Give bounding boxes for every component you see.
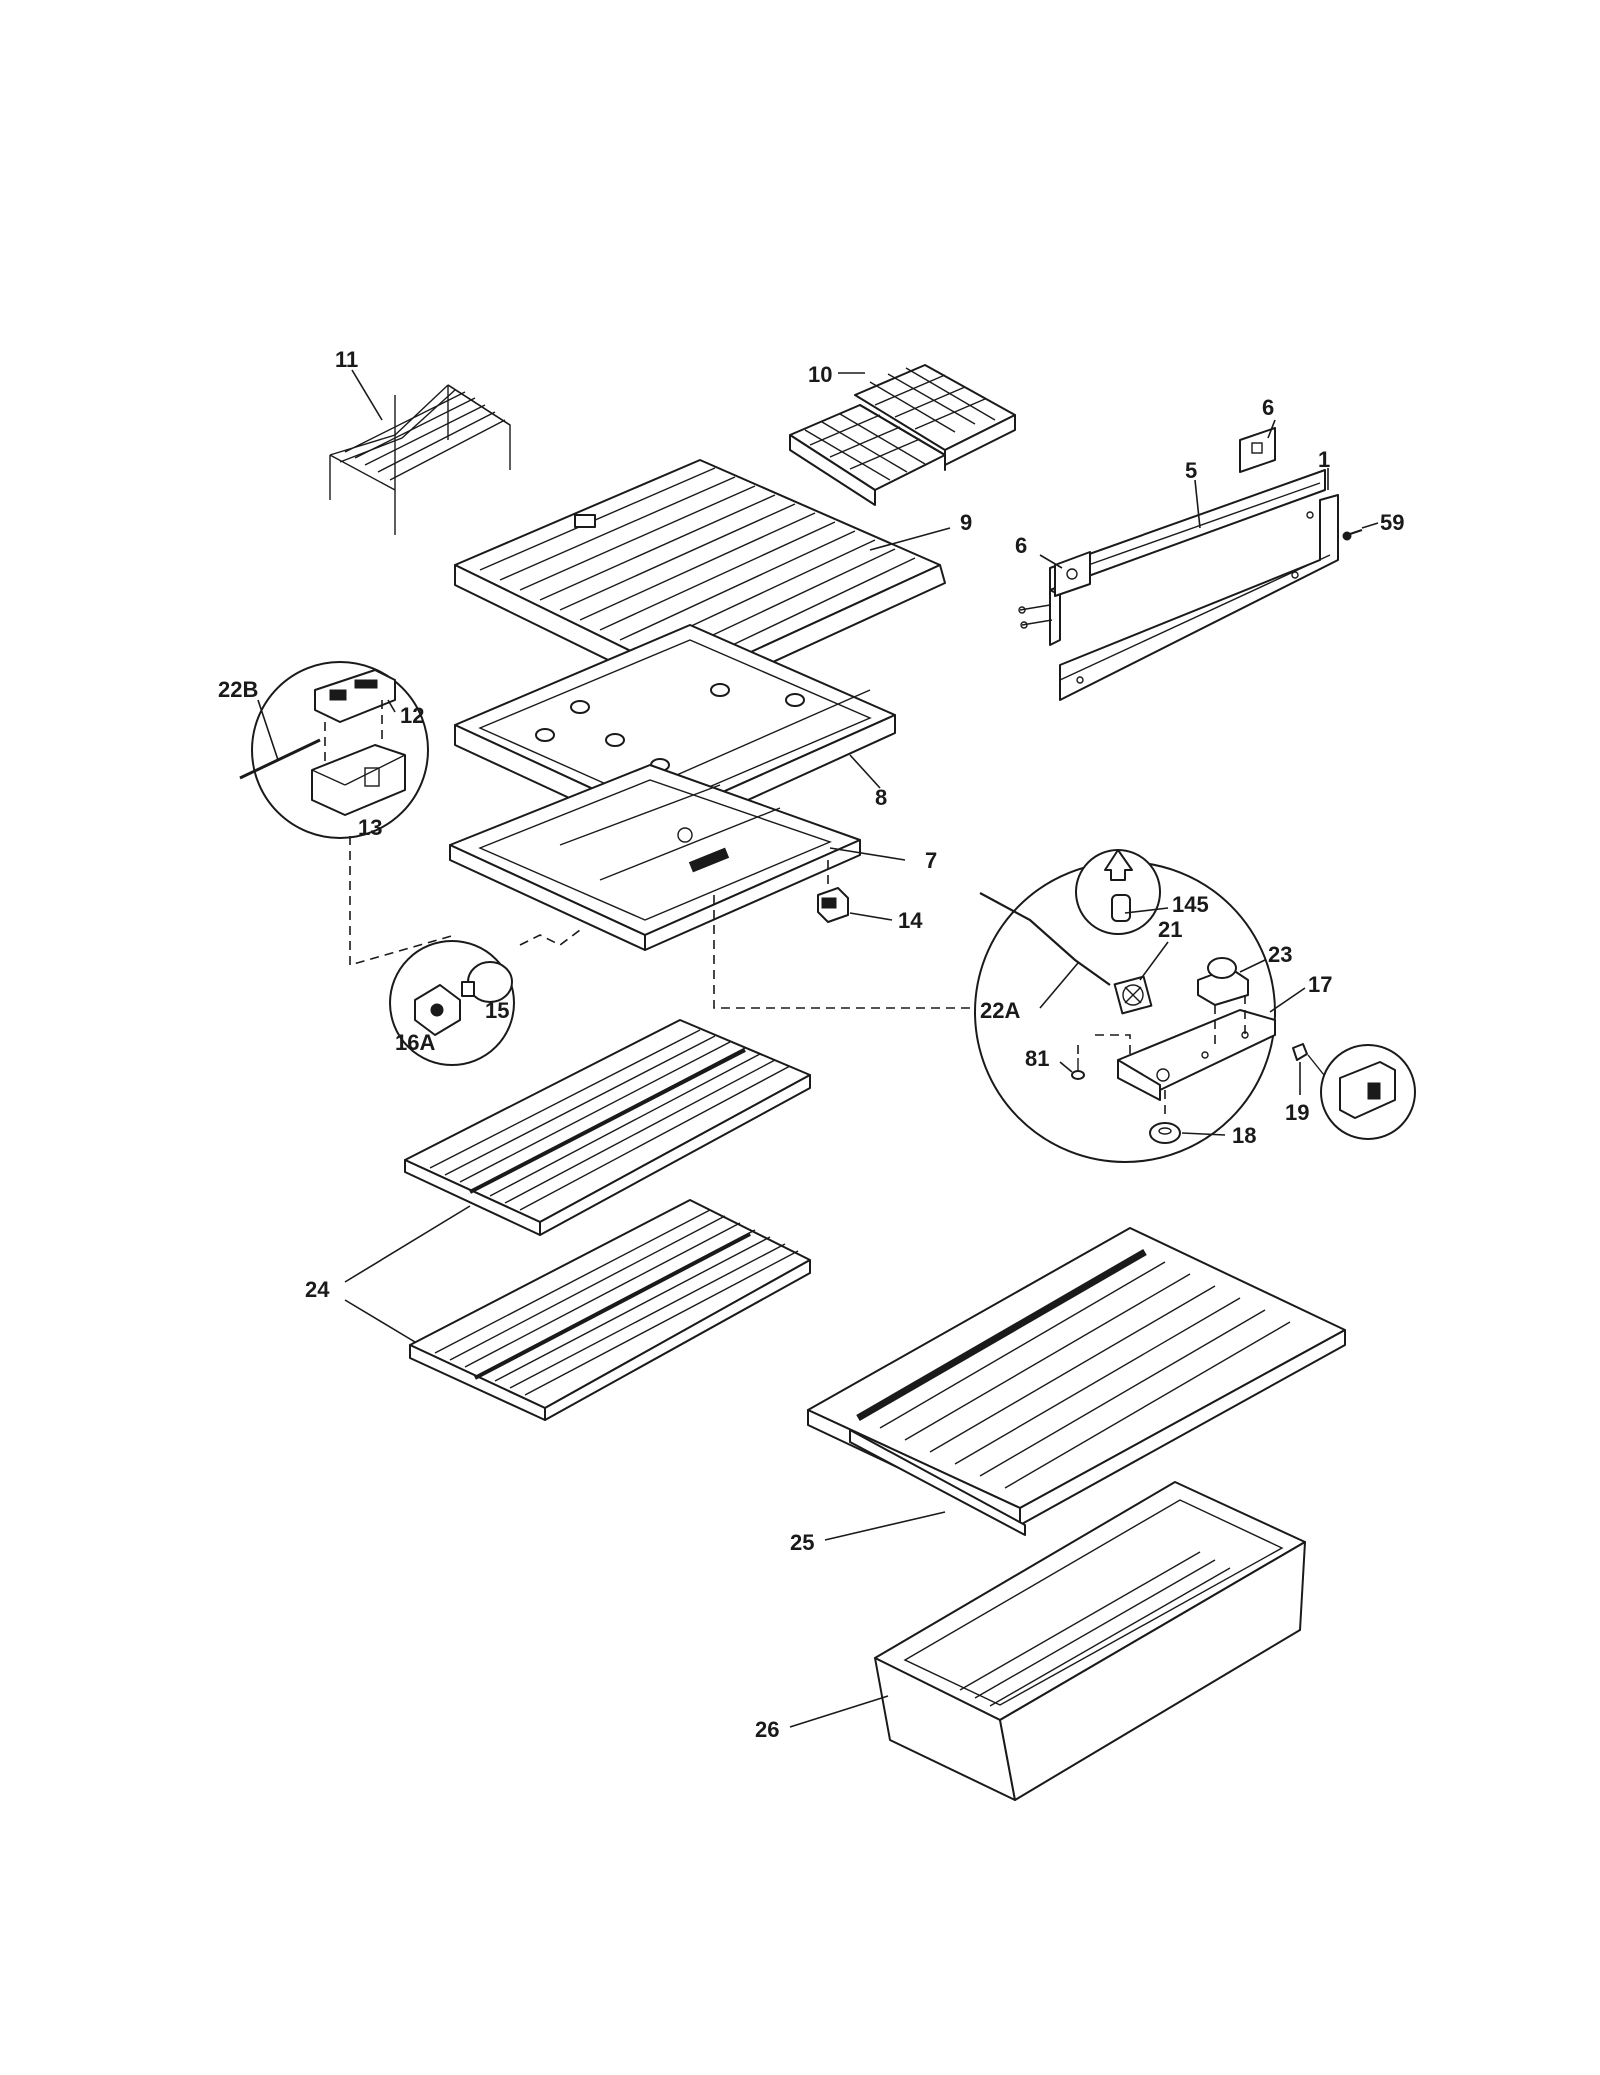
leader-21 — [1139, 941, 1169, 981]
dash-detail-c — [713, 895, 975, 1009]
part-17-bracket — [1117, 1009, 1276, 1101]
callout-1: 1 — [1318, 447, 1330, 472]
callout-14: 14 — [898, 908, 923, 933]
callout-17: 17 — [1308, 972, 1332, 997]
part-18-grommet — [1149, 1122, 1181, 1144]
callout-16a: 16A — [395, 1030, 435, 1055]
part-13-box — [311, 744, 406, 816]
leader-26 — [789, 1695, 889, 1728]
part-19-clip — [1292, 1043, 1308, 1061]
part-1-panel — [1059, 494, 1339, 701]
callout-15: 15 — [485, 998, 509, 1023]
callout-23: 23 — [1268, 942, 1292, 967]
dash-bulb — [519, 929, 581, 946]
leader-7 — [829, 847, 906, 861]
part-15-bulb — [461, 961, 513, 1003]
connector-detail — [1307, 1044, 1416, 1140]
callout-24: 24 — [305, 1277, 330, 1302]
leader-6a — [1267, 419, 1276, 439]
part-24-shelf-lower — [409, 1199, 811, 1421]
part-6-clip-lower — [1054, 551, 1091, 597]
leader-12 — [387, 699, 396, 713]
part-24-shelf-upper — [404, 1019, 811, 1236]
callout-9: 9 — [960, 510, 972, 535]
callout-22b: 22B — [218, 677, 258, 702]
callout-18: 18 — [1232, 1123, 1256, 1148]
leader-18 — [1181, 1132, 1226, 1136]
leader-81 — [1059, 1061, 1073, 1073]
leader-22b — [257, 699, 279, 761]
leader-59 — [1361, 522, 1379, 529]
part-145-knob — [1075, 849, 1161, 935]
callout-8: 8 — [875, 785, 887, 810]
part-59-screw — [1342, 529, 1363, 541]
callout-26: 26 — [755, 1717, 779, 1742]
part-14-switch — [817, 887, 849, 923]
part-16a-socket — [414, 984, 461, 1036]
callout-21: 21 — [1158, 917, 1182, 942]
detail-circle-12-13 — [239, 661, 429, 839]
callout-13: 13 — [358, 815, 382, 840]
part-26-crisper-drawer — [874, 1481, 1306, 1801]
callout-6-upper: 6 — [1262, 395, 1274, 420]
callout-19: 19 — [1285, 1100, 1309, 1125]
callout-5: 5 — [1185, 458, 1197, 483]
callout-59: 59 — [1380, 510, 1404, 535]
leader-6b — [1039, 554, 1063, 569]
callout-81: 81 — [1025, 1046, 1049, 1071]
leader-22a — [1039, 962, 1079, 1009]
part-10-ice-trays — [789, 364, 1016, 506]
part-11-wire-rack — [329, 384, 511, 535]
callout-6-lower: 6 — [1015, 533, 1027, 558]
leader-17 — [1269, 987, 1306, 1013]
dash-detail-a — [349, 836, 456, 967]
detail-circle-15-16a — [389, 940, 515, 1066]
callout-25: 25 — [790, 1530, 814, 1555]
leader-24a — [344, 1205, 471, 1283]
leader-145 — [1124, 907, 1169, 914]
part-6-clip-upper — [1239, 427, 1276, 473]
part-81-screw — [1071, 1058, 1085, 1080]
callout-12: 12 — [400, 703, 424, 728]
part-25-crisper-cover — [807, 1227, 1346, 1536]
callout-10: 10 — [808, 362, 832, 387]
callout-7: 7 — [925, 848, 937, 873]
part-12-latch — [314, 669, 396, 723]
part-23-timer — [1197, 957, 1249, 1006]
callout-11: 11 — [335, 347, 358, 372]
part-5-bracket — [1018, 469, 1326, 646]
leader-14 — [849, 912, 893, 921]
callout-22a: 22A — [980, 998, 1020, 1023]
leader-23 — [1239, 959, 1266, 973]
leader-11 — [351, 369, 383, 421]
leader-25 — [824, 1511, 946, 1541]
leader-9 — [869, 527, 951, 551]
part-7-base-tray — [449, 764, 861, 951]
leader-5 — [1194, 479, 1201, 529]
leader-8 — [849, 754, 881, 789]
detail-circle-control — [974, 849, 1308, 1163]
part-21-fan — [1113, 975, 1153, 1015]
leader-24b — [344, 1299, 416, 1343]
callout-145: 145 — [1172, 892, 1209, 917]
